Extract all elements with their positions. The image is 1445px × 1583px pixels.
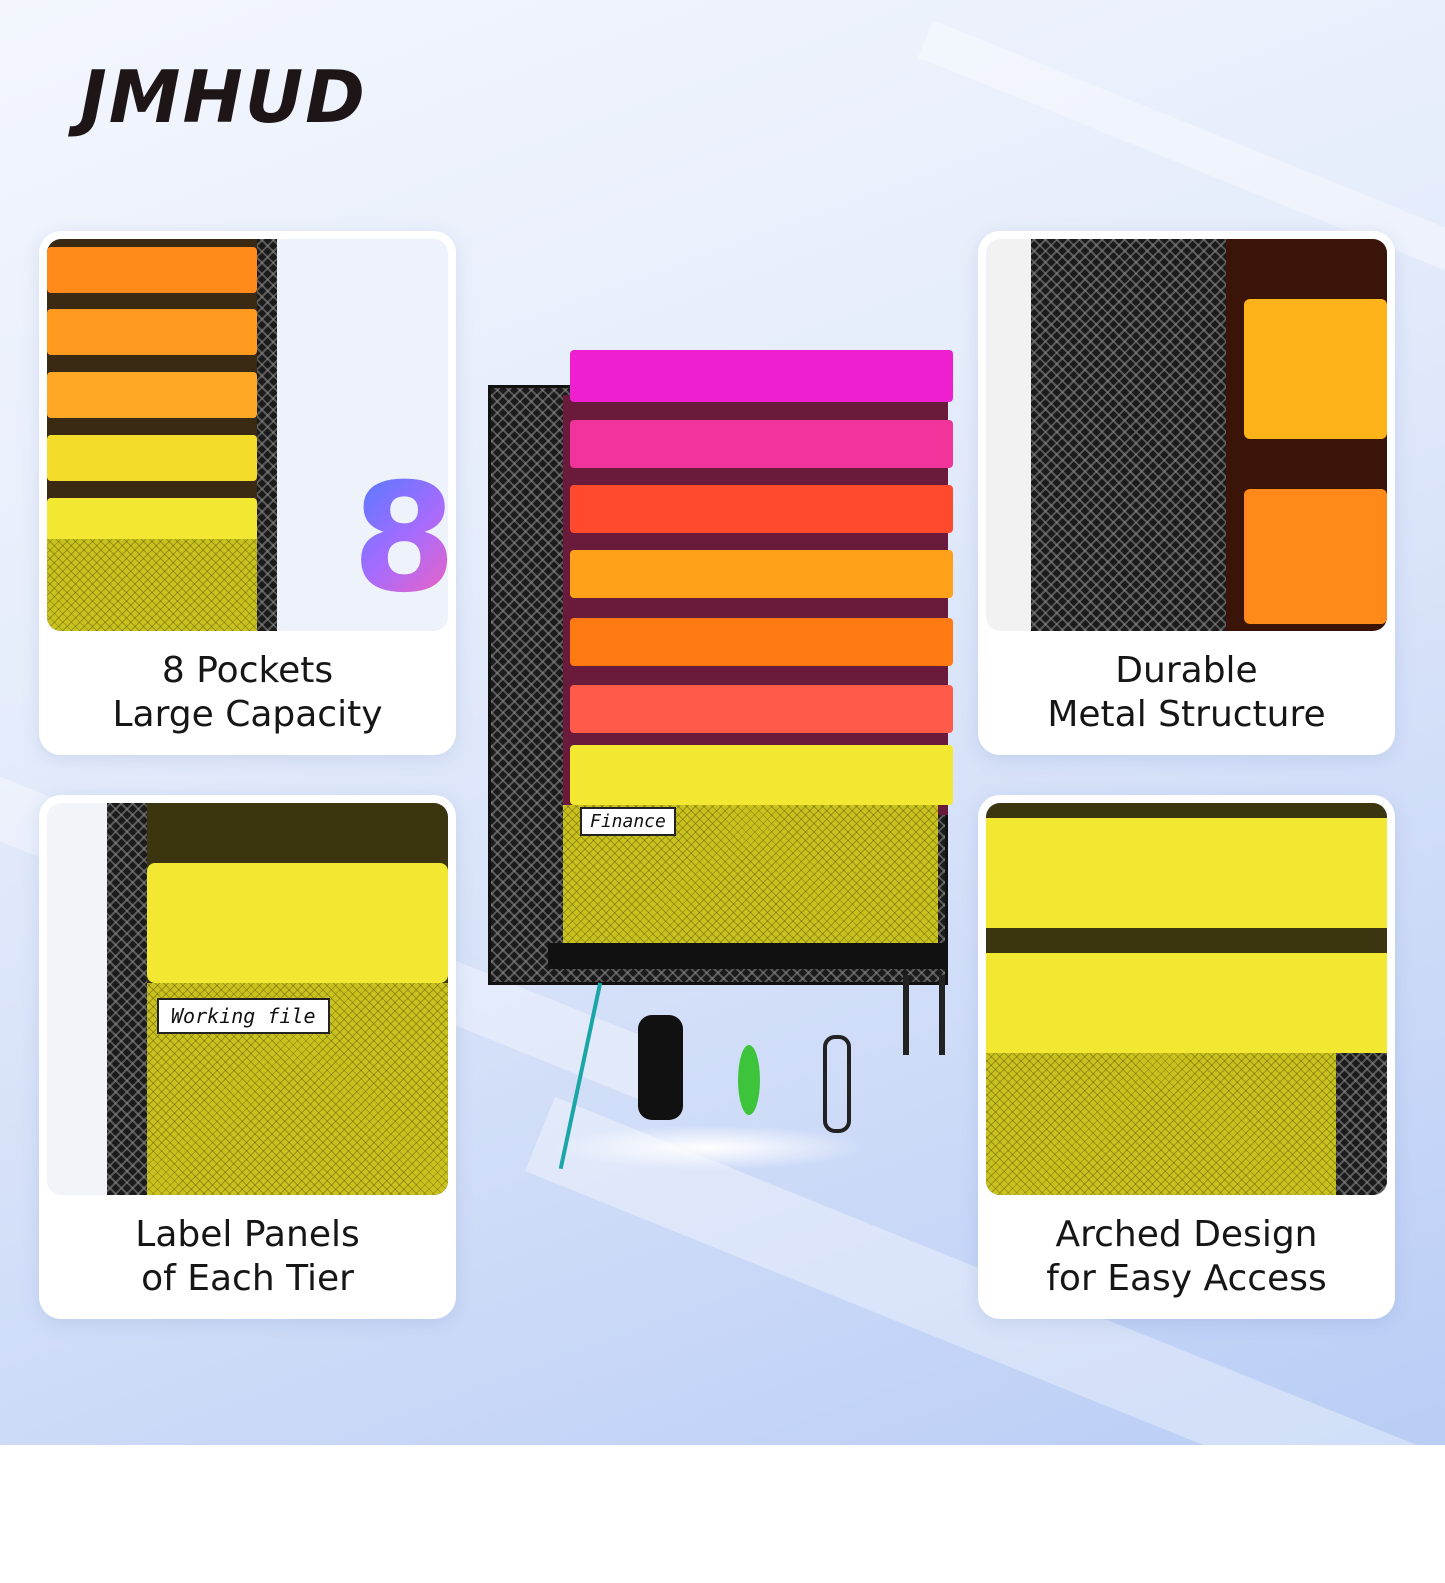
hook-bar [548, 943, 948, 969]
floor-glow [548, 1125, 868, 1170]
labels-photo: Working file [47, 803, 448, 1195]
arched-caption: Arched Design for Easy Access [1046, 1214, 1327, 1299]
folder-yellow [570, 745, 953, 805]
metal-caption: Durable Metal Structure [1047, 650, 1326, 735]
fish-keychain-icon [738, 1045, 760, 1115]
arched-photo [986, 803, 1387, 1195]
pocket-count: 8 [352, 464, 448, 614]
product-organizer: Finance [488, 345, 956, 1185]
mesh-side-panel [1031, 239, 1241, 631]
label-tag: Working file [157, 998, 330, 1034]
folder-magenta [570, 350, 953, 402]
pockets-photo: 8 [47, 239, 448, 631]
brand-logo: JMHUD [80, 55, 367, 139]
feature-card-arched: Arched Design for Easy Access [978, 795, 1395, 1319]
folder-yellow [147, 863, 448, 983]
keys-icon [903, 975, 945, 1055]
feature-card-metal: Durable Metal Structure [978, 231, 1395, 755]
folder-orange [1244, 489, 1387, 624]
mesh-pocket [47, 539, 257, 631]
folder-yellow [47, 435, 257, 481]
metal-photo [986, 239, 1387, 631]
folder-red [570, 485, 953, 533]
folder-yellow [986, 818, 1387, 928]
mesh-side-panel [1336, 1053, 1387, 1195]
folder-pink [570, 420, 953, 468]
folder-yellow [986, 953, 1387, 1053]
folder-orange [47, 309, 257, 355]
folder-dark-orange [570, 618, 953, 666]
folder-yellow [47, 498, 257, 544]
label-tag: Finance [580, 807, 676, 836]
folder-coral [570, 685, 953, 733]
folder-yellow [1244, 299, 1387, 439]
lanyard-keychain-icon [823, 1035, 851, 1133]
feature-card-pockets: 8 8 Pockets Large Capacity [39, 231, 456, 755]
organizer-frame [107, 803, 147, 1195]
labels-caption: Label Panels of Each Tier [135, 1214, 360, 1299]
folder-orange [47, 372, 257, 418]
pockets-caption: 8 Pockets Large Capacity [112, 650, 383, 735]
feature-card-labels: Working file Label Panels of Each Tier [39, 795, 456, 1319]
folder-orange [570, 550, 953, 598]
car-key-icon [638, 1015, 683, 1120]
folder-orange [47, 247, 257, 293]
mesh-pocket [986, 1053, 1336, 1195]
